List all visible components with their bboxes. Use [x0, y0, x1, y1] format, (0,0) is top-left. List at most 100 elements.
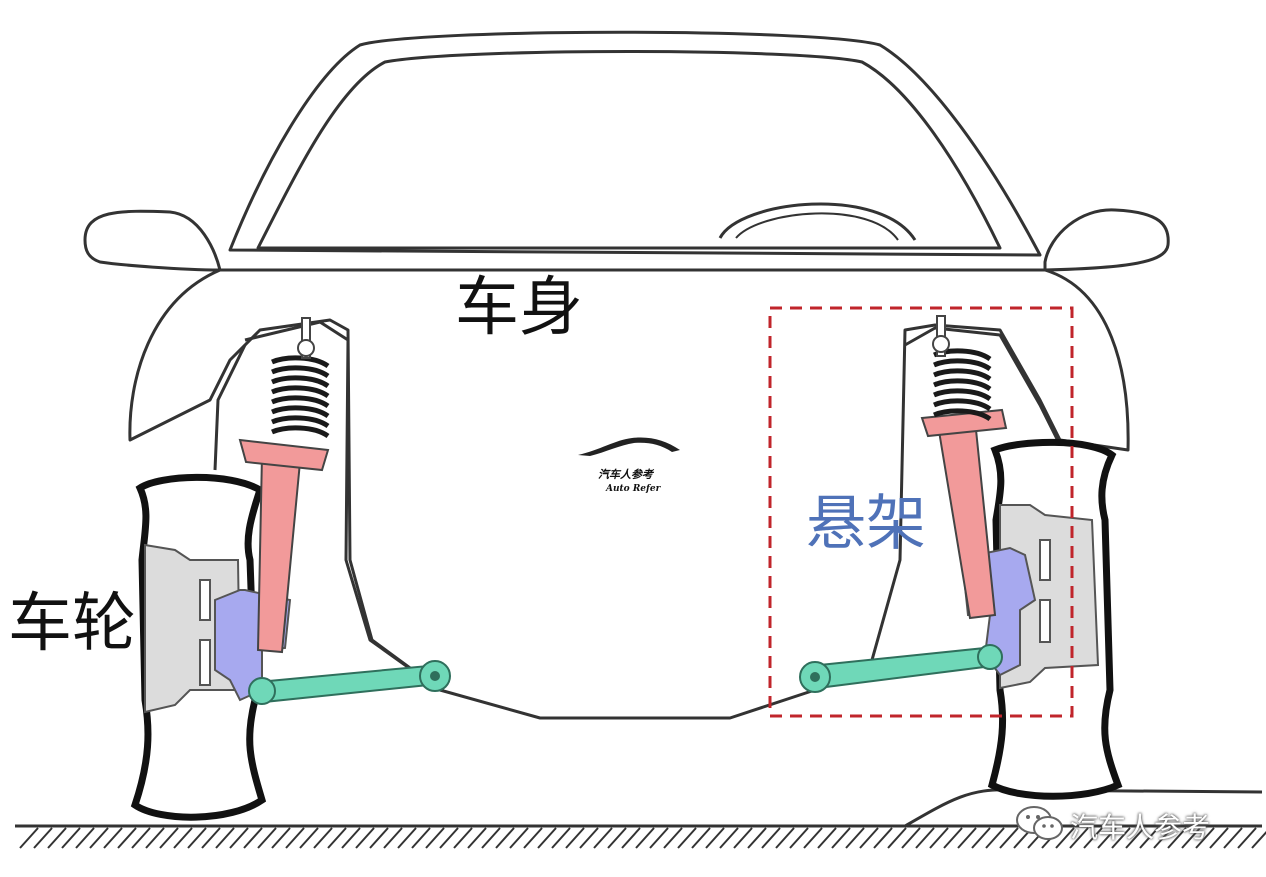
- spring-coil: [933, 358, 992, 372]
- ground-hatch-line: [89, 827, 109, 849]
- ground-hatch-line: [1181, 827, 1201, 849]
- ground-hatch-line: [33, 827, 53, 849]
- ground-hatch-line: [145, 827, 165, 849]
- label-suspension: 悬架: [806, 489, 926, 559]
- ground-hatch-line: [467, 827, 487, 849]
- ground-hatch-line: [299, 827, 319, 849]
- ground-hatch-line: [1251, 830, 1266, 849]
- ground-hatch-line: [635, 827, 655, 849]
- ground-hatch-line: [285, 827, 305, 849]
- ground-hatch-line: [243, 827, 263, 849]
- ground-hatch-line: [705, 827, 725, 849]
- spring-coil: [271, 415, 330, 429]
- ground-hatch-line: [397, 827, 417, 849]
- ground-hatch-line: [159, 827, 179, 849]
- ground-hatch-line: [607, 827, 627, 849]
- spring-coil: [271, 365, 330, 379]
- ground-hatch-line: [747, 827, 767, 849]
- ground-hatch-line: [1195, 827, 1215, 849]
- ground-hatch-line: [733, 827, 753, 849]
- spring-coil: [271, 355, 330, 369]
- spring-coil: [271, 405, 330, 419]
- ground-hatch-line: [439, 827, 459, 849]
- ground-hatch-line: [775, 827, 795, 849]
- spring-coil: [933, 368, 992, 382]
- ground-hatch-line: [999, 827, 1019, 849]
- ground-hatch-line: [229, 827, 249, 849]
- spring-coil: [271, 375, 330, 389]
- watermark-text: 汽车人参考: [1070, 811, 1211, 844]
- left-control-arm: [248, 660, 451, 705]
- ground-hatch-line: [383, 827, 403, 849]
- spring-coil: [271, 425, 330, 439]
- ground-hatch-line: [1111, 827, 1131, 849]
- right-control-arm: [799, 644, 1003, 693]
- ground-hatch-line: [551, 827, 571, 849]
- ground-hatch-line: [593, 827, 613, 849]
- ground-hatch-line: [663, 827, 683, 849]
- ground-hatch-line: [943, 827, 963, 849]
- ground-hatch-line: [1125, 827, 1145, 849]
- ground-hatch-line: [915, 827, 935, 849]
- ground-hatch-line: [453, 827, 473, 849]
- ground-hatch-line: [957, 827, 977, 849]
- left-wheel: [130, 473, 267, 821]
- ground-hatch-line: [117, 827, 137, 849]
- ground-hatch-line: [327, 827, 347, 849]
- ground-hatch-line: [103, 827, 123, 849]
- ground-hatch-line: [47, 827, 67, 849]
- spring-coil: [933, 408, 992, 422]
- ground-hatch-line: [215, 827, 235, 849]
- ground-hatch-line: [495, 827, 515, 849]
- ground-hatch-line: [257, 827, 277, 849]
- ground-hatch-line: [271, 827, 291, 849]
- ground-hatch-line: [901, 827, 921, 849]
- ground-hatch-line: [649, 827, 669, 849]
- ground-hatch-line: [201, 827, 221, 849]
- ground-hatch-line: [1209, 827, 1229, 849]
- ground-hatch-line: [1153, 827, 1173, 849]
- ground-hatch-line: [411, 827, 431, 849]
- ground-hatch-line: [1139, 827, 1159, 849]
- ground-hatch-line: [845, 827, 865, 849]
- logo-subtitle: Auto Refer: [606, 484, 661, 494]
- ground-hatch-line: [873, 827, 893, 849]
- ground-hatch-line: [859, 827, 879, 849]
- label-car-body: 车身: [455, 271, 583, 345]
- ground-hatch-line: [831, 827, 851, 849]
- ground-hatch-line: [817, 827, 837, 849]
- ground-hatch-line: [369, 827, 389, 849]
- ground-hatch-line: [677, 827, 697, 849]
- ground-hatch-line: [621, 827, 641, 849]
- ground-hatch-line: [1083, 827, 1103, 849]
- ground-hatch-line: [131, 827, 151, 849]
- wechat-icon: [1016, 806, 1063, 840]
- spring-coil: [933, 378, 992, 392]
- ground-hatch-line: [579, 827, 599, 849]
- spring-coil: [271, 385, 330, 399]
- ground-hatch-line: [355, 827, 375, 849]
- ground-hatch-line: [509, 827, 529, 849]
- ground-hatch-line: [803, 827, 823, 849]
- ground-hatch-line: [985, 827, 1005, 849]
- ground-hatch-line: [341, 827, 361, 849]
- ground-hatch-line: [61, 827, 81, 849]
- ground-hatch-line: [19, 827, 39, 849]
- logo-name: 汽车人参考: [598, 468, 653, 481]
- ground-hatch-line: [173, 827, 193, 849]
- ground-hatch-line: [1069, 827, 1089, 849]
- ground-hatch-line: [1237, 827, 1257, 849]
- logo-car-icon: [578, 437, 680, 456]
- ground-hatch-line: [425, 827, 445, 849]
- ground-hatch-line: [761, 827, 781, 849]
- ground-hatch-line: [929, 827, 949, 849]
- spring-coil: [933, 398, 992, 412]
- ground-hatch-line: [523, 827, 543, 849]
- ground-hatch-line: [1223, 827, 1243, 849]
- ground-hatch-line: [887, 827, 907, 849]
- label-wheel: 车轮: [8, 587, 136, 661]
- ground-hatch-line: [789, 827, 809, 849]
- ground-hatch-line: [187, 827, 207, 849]
- ground-hatch-line: [537, 827, 557, 849]
